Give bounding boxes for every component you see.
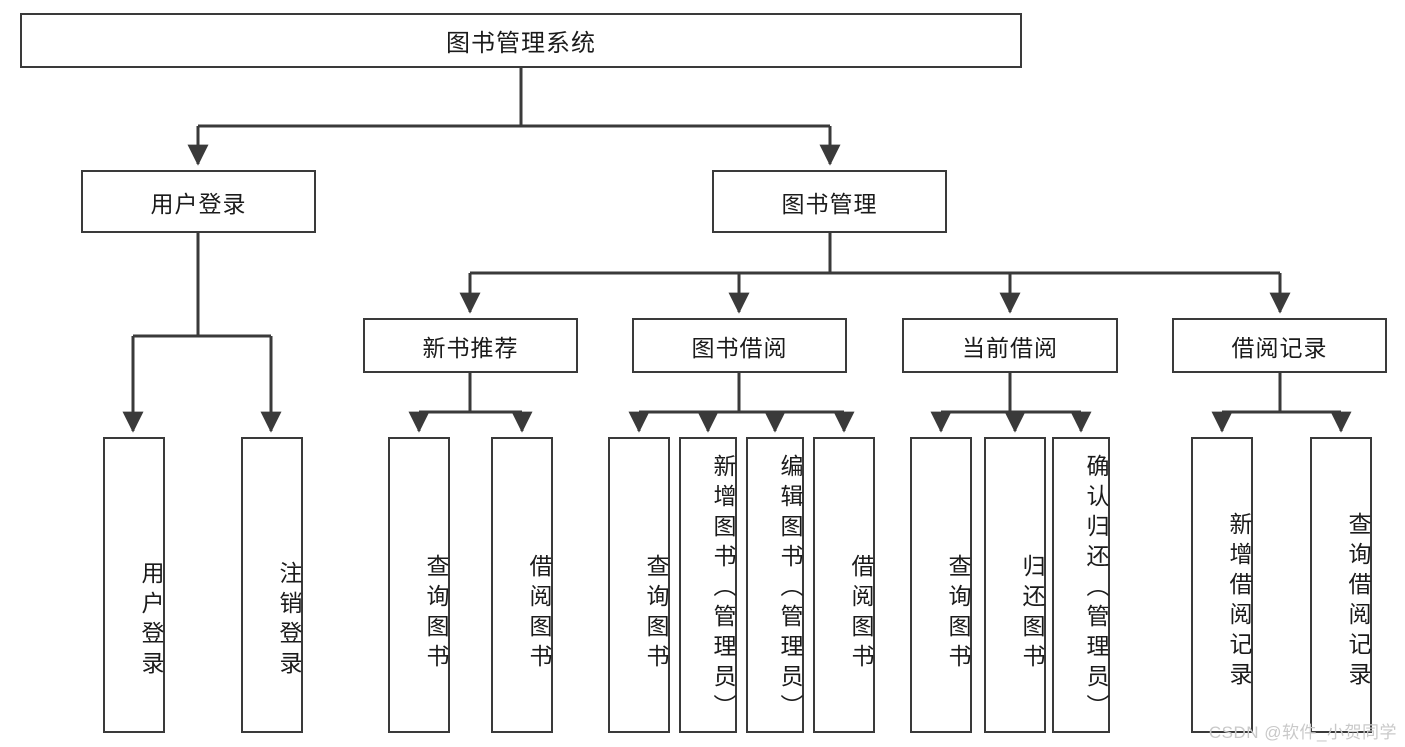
node-user-login[interactable]: 用户登录 [81, 170, 316, 233]
leaf-query-books-recommend[interactable]: 查询图书 [388, 437, 450, 733]
node-current-borrow[interactable]: 当前借阅 [902, 318, 1118, 373]
leaf-add-borrow-record[interactable]: 新增借阅记录 [1191, 437, 1253, 733]
node-borrow-records[interactable]: 借阅记录 [1172, 318, 1387, 373]
leaf-query-borrow-record[interactable]: 查询借阅记录 [1310, 437, 1372, 733]
leaf-return-books[interactable]: 归还图书 [984, 437, 1046, 733]
leaf-logout[interactable]: 注销登录 [241, 437, 303, 733]
leaf-query-books-current[interactable]: 查询图书 [910, 437, 972, 733]
leaf-edit-book-admin[interactable]: 编辑图书（管理员） [746, 437, 804, 733]
node-new-book-recommend[interactable]: 新书推荐 [363, 318, 578, 373]
leaf-query-books-borrow[interactable]: 查询图书 [608, 437, 670, 733]
leaf-add-book-admin[interactable]: 新增图书（管理员） [679, 437, 737, 733]
node-book-borrow[interactable]: 图书借阅 [632, 318, 847, 373]
leaf-confirm-return-admin[interactable]: 确认归还（管理员） [1052, 437, 1110, 733]
leaf-borrow-books-recommend[interactable]: 借阅图书 [491, 437, 553, 733]
leaf-user-login[interactable]: 用户登录 [103, 437, 165, 733]
csdn-watermark: CSDN @软件_小贺同学 [1208, 723, 1397, 742]
node-root-book-management-system[interactable]: 图书管理系统 [20, 13, 1022, 68]
node-book-management[interactable]: 图书管理 [712, 170, 947, 233]
leaf-borrow-books[interactable]: 借阅图书 [813, 437, 875, 733]
